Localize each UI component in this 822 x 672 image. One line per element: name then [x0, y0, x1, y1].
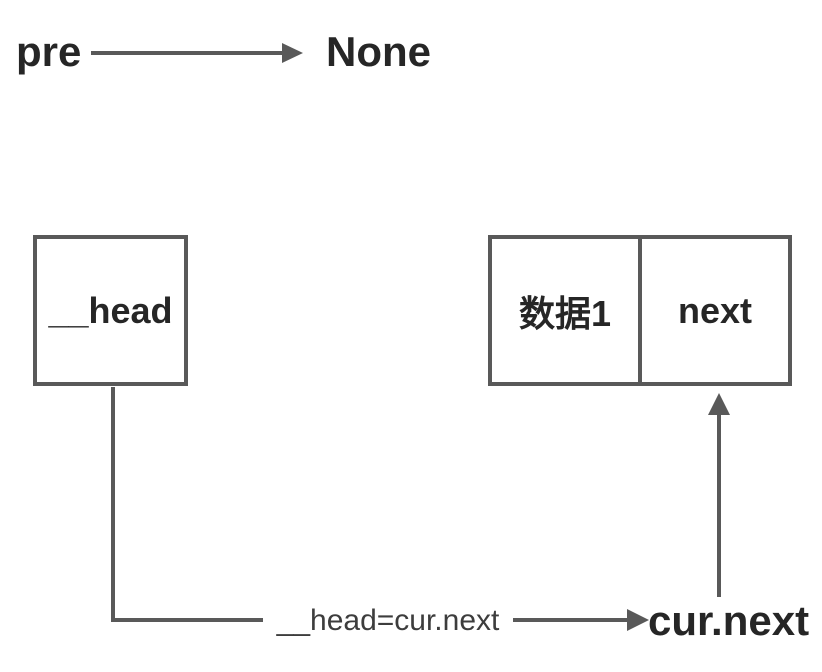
node-box: 数据1 next: [488, 235, 792, 386]
head-box: __head: [33, 235, 188, 386]
pre-label: pre: [16, 28, 82, 75]
assignment-arrowhead-icon: [627, 609, 649, 631]
pre-to-none-arrowhead-icon: [282, 43, 303, 63]
node-next-label: next: [677, 289, 753, 331]
node-data-cell: 数据1: [492, 239, 642, 382]
curnext-label: cur.next: [648, 597, 810, 644]
curnext-up-arrowhead-icon: [708, 393, 730, 415]
head-elbow-connector: [111, 387, 263, 622]
node-data-label: 数据1: [518, 292, 612, 334]
head-box-label: __head: [48, 289, 173, 331]
assignment-label: __head=cur.next: [276, 604, 500, 637]
node-next-cell: next: [642, 239, 788, 382]
none-label: None: [326, 28, 431, 75]
